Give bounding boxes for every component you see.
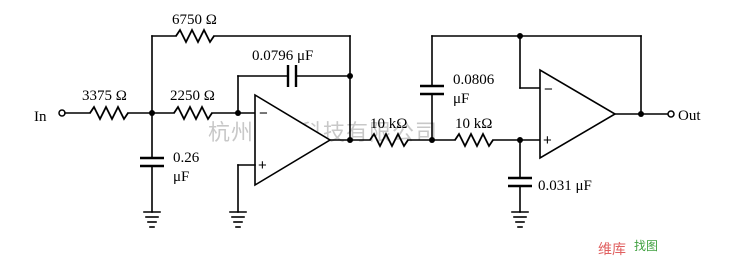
opamp2-plus: + bbox=[543, 132, 552, 149]
label-c0806-value: 0.0806 bbox=[453, 72, 495, 88]
opamp1-minus: − bbox=[259, 105, 268, 122]
junction-d bbox=[347, 137, 353, 143]
label-in: In bbox=[34, 109, 47, 125]
ground-icon bbox=[229, 211, 247, 228]
opamp2-minus: − bbox=[544, 81, 553, 98]
watermark-logo: 维库 找图 bbox=[598, 239, 658, 258]
opamp1-plus: + bbox=[258, 157, 267, 174]
label-out: Out bbox=[678, 108, 701, 124]
resistor-6750 bbox=[175, 27, 215, 45]
label-c0806-unit: μF bbox=[453, 91, 469, 107]
label-c-031: 0.031 μF bbox=[538, 178, 592, 194]
label-r-3375: 3375 Ω bbox=[82, 88, 127, 104]
opamp-1 bbox=[254, 93, 332, 187]
resistor-10k-b bbox=[454, 131, 494, 149]
label-r-2250: 2250 Ω bbox=[170, 88, 215, 104]
resistor-10k-a bbox=[369, 131, 409, 149]
label-c026-unit: μF bbox=[173, 169, 189, 185]
resistor-3375 bbox=[89, 104, 129, 122]
label-r-10k-a: 10 kΩ bbox=[370, 116, 407, 132]
resistor-2250 bbox=[173, 104, 213, 122]
opamp-2 bbox=[539, 68, 617, 160]
input-terminal[interactable] bbox=[58, 109, 66, 117]
svg-text:维库: 维库 bbox=[598, 242, 626, 258]
ground-icon bbox=[143, 211, 161, 228]
ground-icon bbox=[511, 211, 529, 228]
label-r-6750: 6750 Ω bbox=[172, 12, 217, 28]
label-c-0796: 0.0796 μF bbox=[252, 48, 313, 64]
label-c026-value: 0.26 bbox=[173, 150, 200, 166]
svg-text:找图: 找图 bbox=[634, 239, 658, 253]
junction-h bbox=[638, 111, 644, 117]
junction-c bbox=[347, 73, 353, 79]
output-terminal[interactable] bbox=[667, 110, 675, 118]
label-r-10k-b: 10 kΩ bbox=[455, 116, 492, 132]
